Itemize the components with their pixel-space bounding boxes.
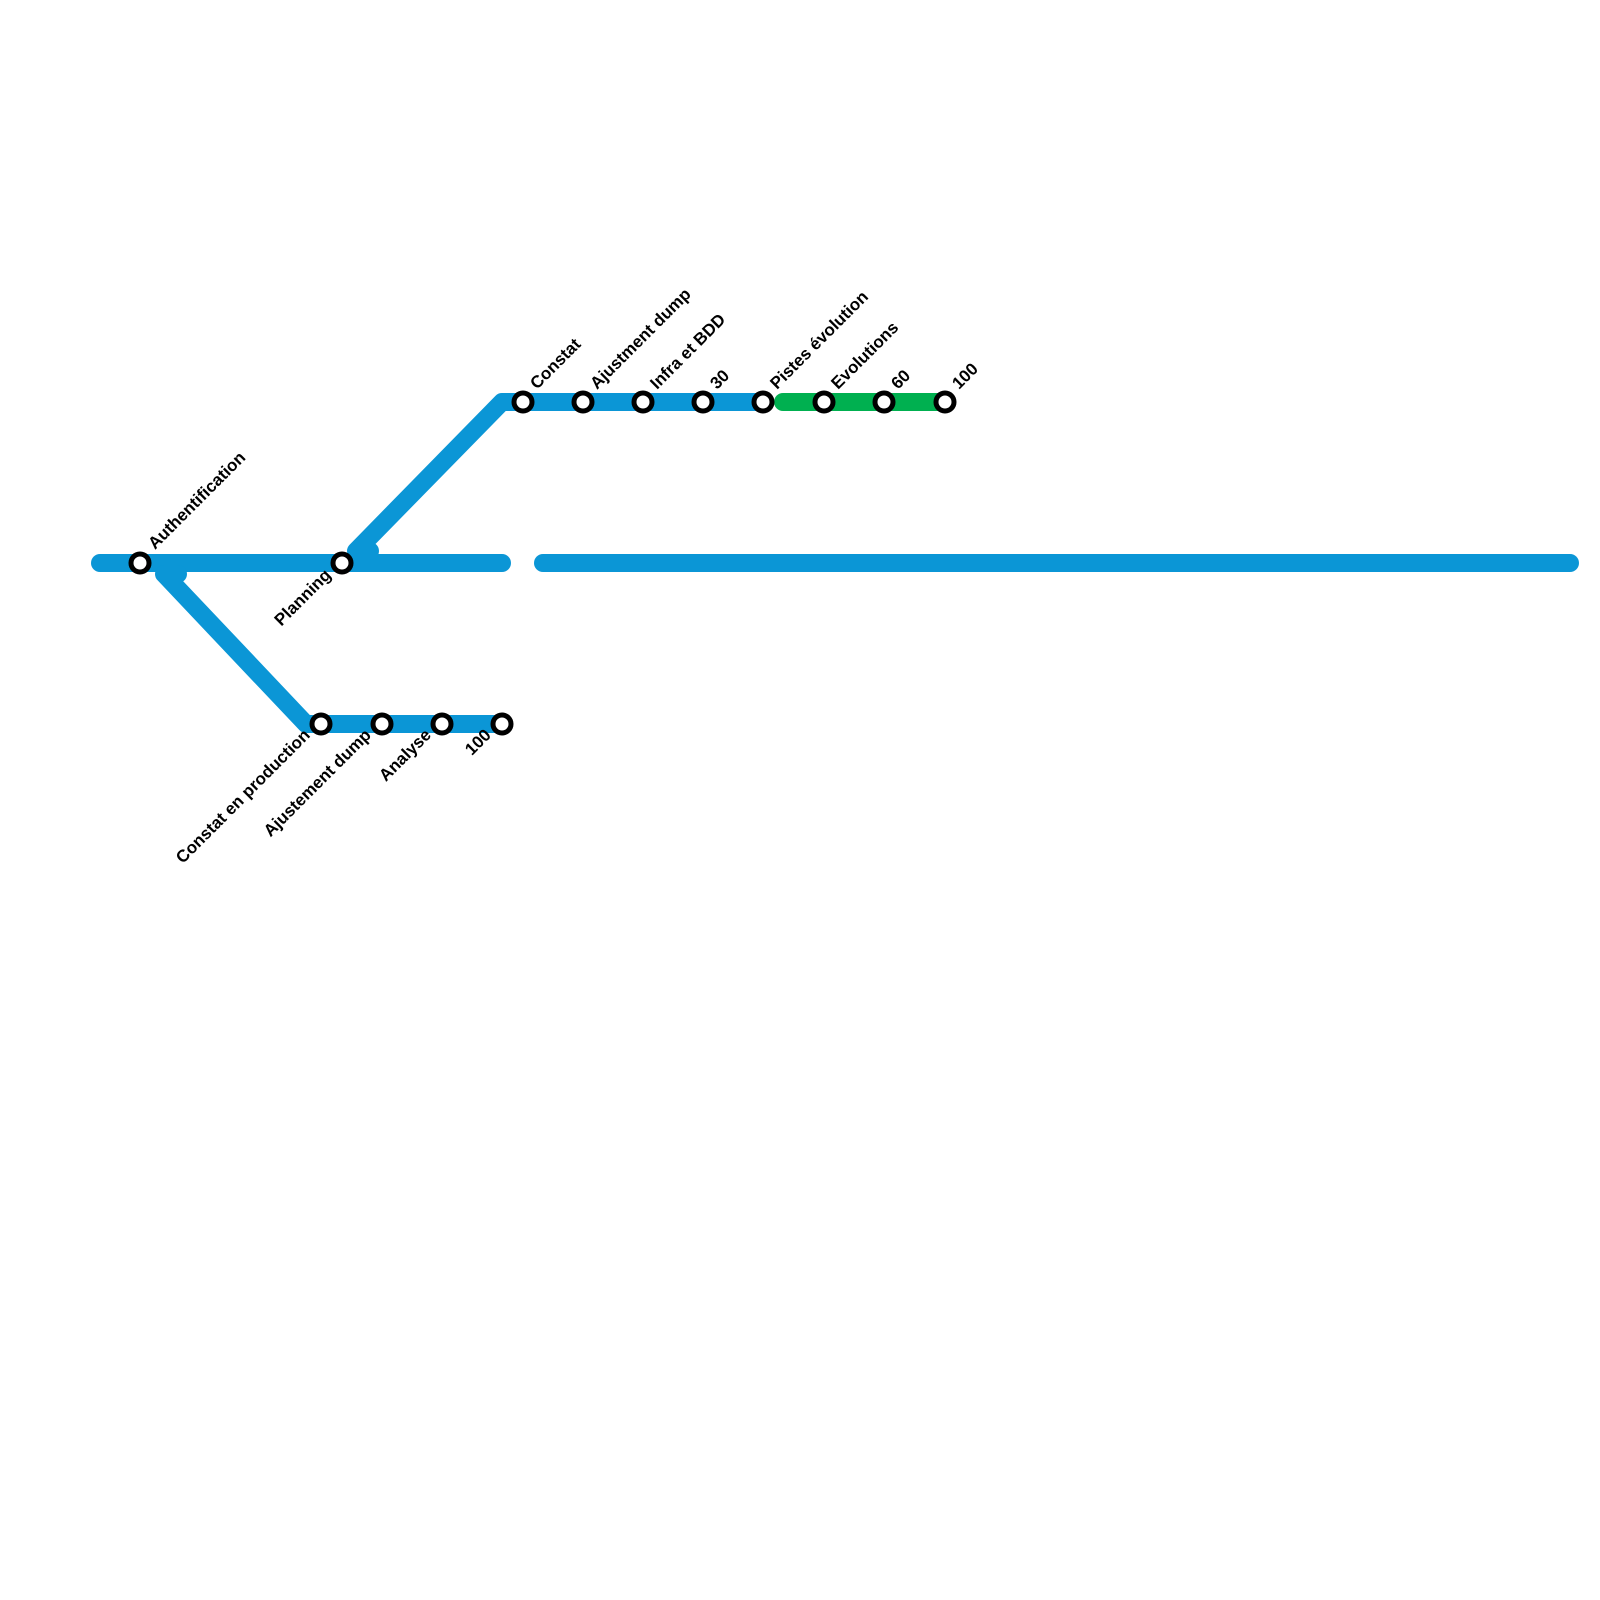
station-marker[interactable]: [872, 390, 896, 414]
stations: Authentification Planning Constat Ajustm…: [128, 285, 982, 867]
station-label: Authentification: [144, 448, 249, 553]
station-label: Planning: [271, 565, 335, 629]
station-marker[interactable]: [370, 712, 394, 736]
upper-branch-line: [347, 393, 772, 560]
station-marker[interactable]: [933, 390, 957, 414]
station-marker[interactable]: [128, 551, 152, 575]
station-marker[interactable]: [490, 712, 514, 736]
station-marker[interactable]: [631, 390, 655, 414]
station-marker[interactable]: [691, 390, 715, 414]
lower-branch-line: [155, 565, 511, 733]
station-label: Ajustment dump: [586, 285, 694, 393]
station-label: 60: [887, 366, 914, 393]
station-label: 100: [948, 359, 981, 392]
station-marker[interactable]: [430, 712, 454, 736]
lines: [91, 393, 1579, 733]
station-marker[interactable]: [571, 390, 595, 414]
station-ajustment-dump[interactable]: Ajustment dump: [571, 285, 695, 414]
station-marker[interactable]: [330, 551, 354, 575]
station-marker[interactable]: [511, 390, 535, 414]
station-marker[interactable]: [309, 712, 333, 736]
station-100-top[interactable]: 100: [933, 359, 982, 414]
station-marker[interactable]: [812, 390, 836, 414]
station-label: 30: [706, 366, 733, 393]
station-label: Constat: [526, 334, 584, 392]
station-marker[interactable]: [751, 390, 775, 414]
station-label: Ajustement dump: [260, 725, 375, 840]
station-pistes-evolution[interactable]: Pistes évolution: [751, 287, 872, 414]
station-authentification[interactable]: Authentification: [128, 448, 249, 575]
